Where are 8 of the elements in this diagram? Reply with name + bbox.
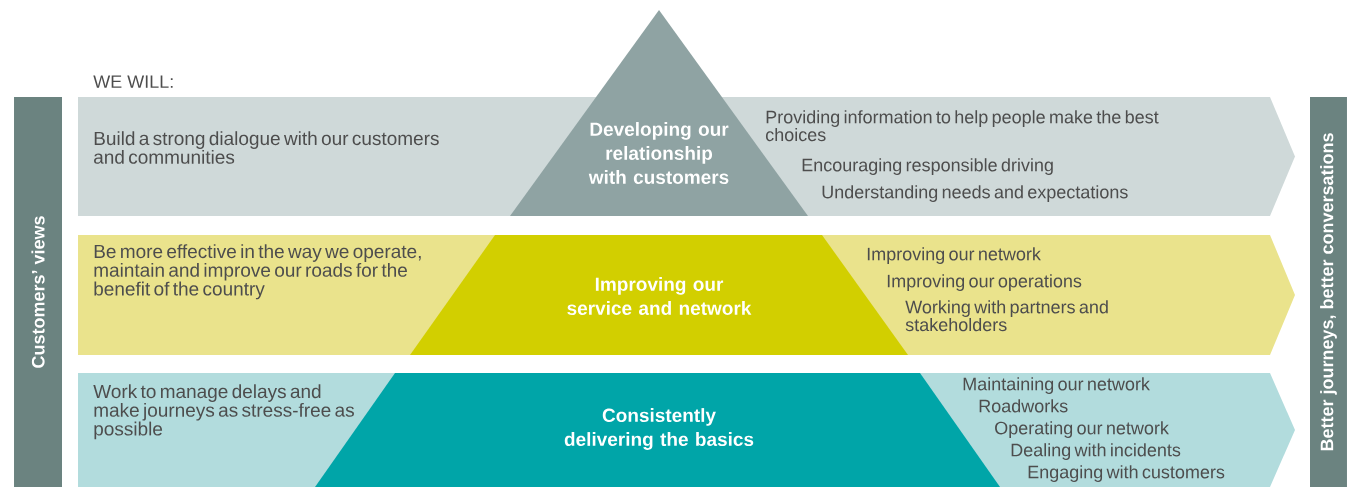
activity-text: Working with partners and stakeholders <box>905 300 1108 332</box>
activity-text: Engaging with customers <box>1028 465 1225 482</box>
goal-text: Build a strong dialogue with our customers and communities <box>94 131 439 164</box>
side-bar: Better journeys, better conversations <box>1310 97 1347 487</box>
heading-label: WE WILL: <box>93 75 173 88</box>
side-bar: Customers’ views <box>14 97 62 487</box>
activity-text: Dealing with incidents <box>1011 443 1181 460</box>
activity-text: Understanding needs and expectations <box>822 185 1128 202</box>
